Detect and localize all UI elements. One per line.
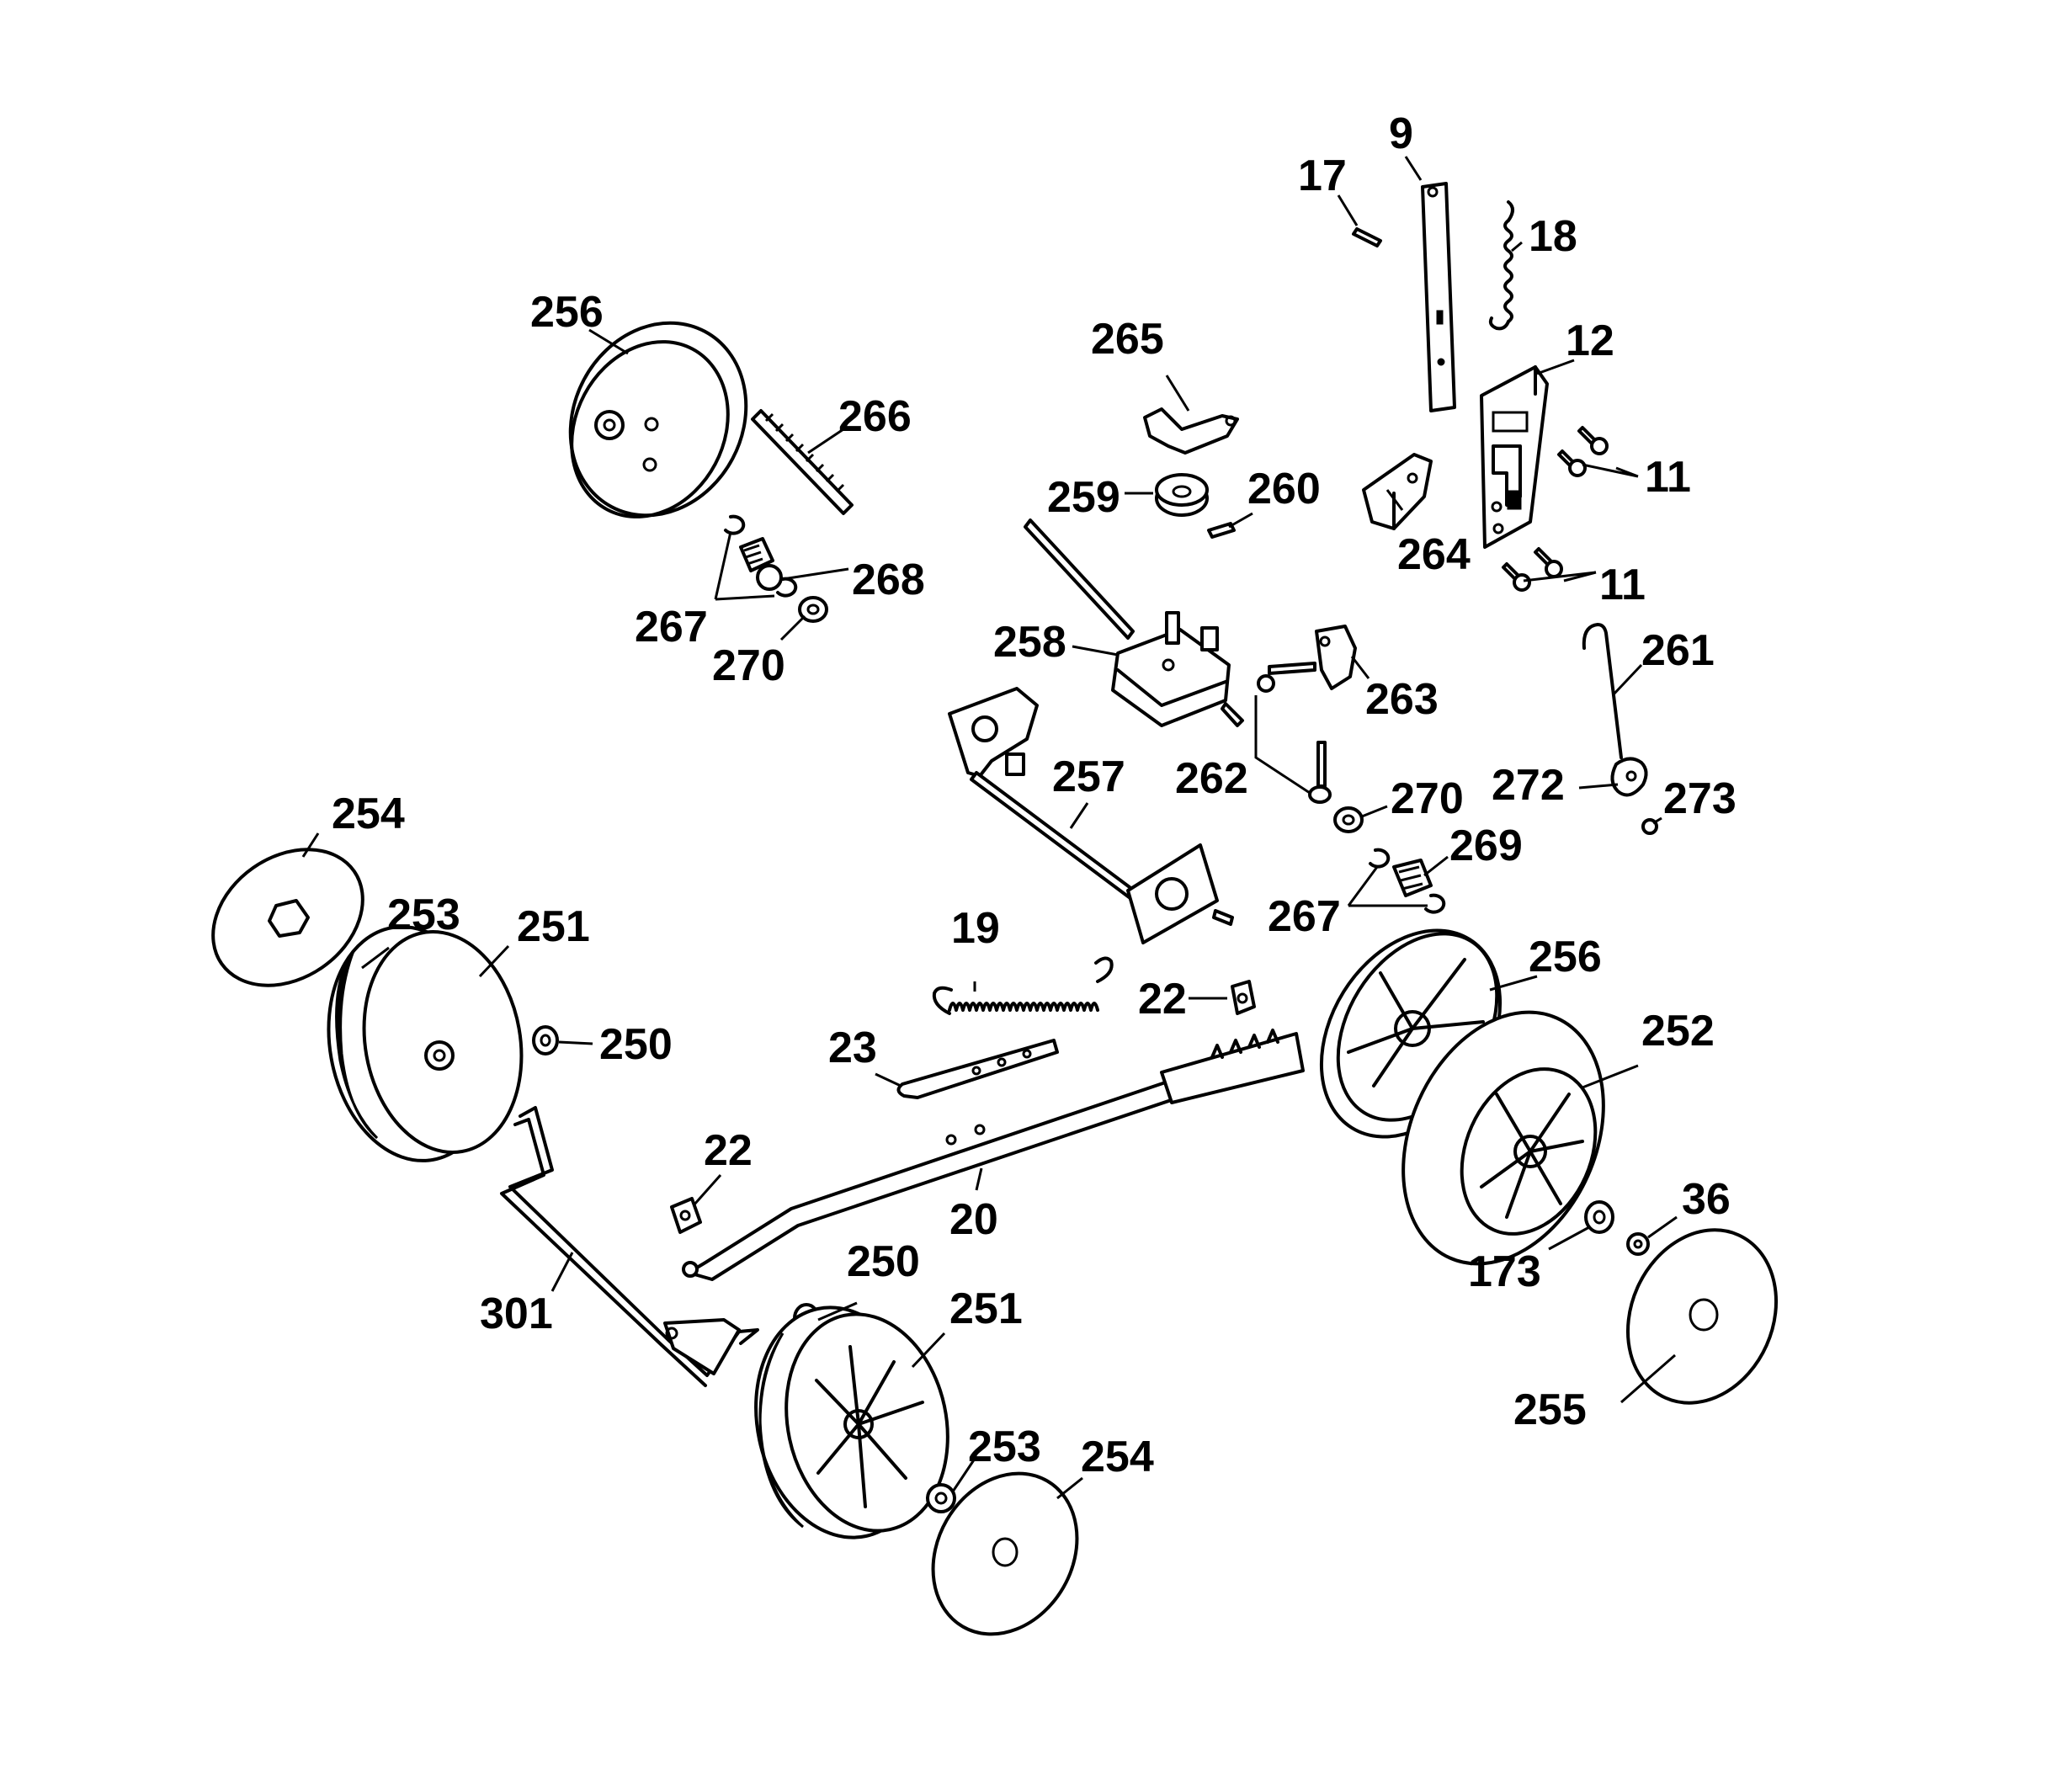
label-part-250-bottom: 250 [847, 1237, 920, 1286]
part-18-spring [1488, 200, 1514, 331]
label-part-265: 265 [1091, 315, 1164, 364]
label-part-11-upper: 11 [1645, 453, 1691, 502]
label-part-258: 258 [993, 618, 1066, 667]
label-part-253-left: 253 [387, 891, 460, 939]
label-part-11-lower: 11 [1599, 561, 1646, 609]
part-251-wheel-bottom [754, 1305, 949, 1539]
part-267-rings-lower [1369, 848, 1446, 914]
label-part-272: 272 [1492, 761, 1565, 810]
part-36-nut [1626, 1232, 1650, 1256]
label-part-259: 259 [1047, 473, 1120, 522]
part-255-hubcap [1625, 1228, 1779, 1405]
label-part-301: 301 [480, 1289, 553, 1338]
label-part-270-upper: 270 [712, 641, 785, 690]
part-17-pin [1352, 227, 1382, 247]
part-264-bracket [1362, 453, 1433, 530]
leader-lines [301, 156, 1678, 1500]
label-part-269: 269 [1449, 822, 1523, 870]
label-part-257: 257 [1052, 752, 1125, 801]
label-part-256-right: 256 [1529, 933, 1602, 981]
part-9-bar [1421, 182, 1456, 412]
label-part-251-bottom: 251 [949, 1284, 1023, 1333]
label-part-253-bottom: 253 [968, 1422, 1041, 1471]
part-260-key [1207, 522, 1236, 539]
label-part-22-right: 22 [1138, 975, 1187, 1024]
part-23-bracket [896, 1039, 1059, 1099]
part-22-clip-left [670, 1197, 702, 1234]
label-part-9: 9 [1389, 109, 1413, 158]
part-11-screws-lower [1502, 547, 1563, 592]
label-part-256-top: 256 [530, 288, 604, 337]
label-part-260: 260 [1247, 465, 1321, 513]
part-270-washer-mid [1333, 806, 1364, 833]
label-part-264: 264 [1397, 530, 1471, 579]
part-12-plate [1480, 365, 1549, 549]
part-254-hubcap-bottom [931, 1471, 1079, 1636]
part-173-washer [1584, 1200, 1614, 1234]
part-19-spring [932, 956, 1114, 1015]
part-259-pulley [1155, 473, 1209, 517]
part-270-washer-upper [798, 596, 828, 623]
label-part-36: 36 [1682, 1175, 1731, 1224]
label-part-267-upper: 267 [635, 603, 708, 651]
part-257-lever [948, 687, 1234, 944]
label-part-268: 268 [852, 556, 925, 604]
part-261-rod [1582, 623, 1623, 759]
part-11-screws-upper [1557, 426, 1609, 477]
part-262-bolts [1257, 662, 1332, 804]
label-part-254-bottom: 254 [1081, 1433, 1154, 1481]
part-268-gear [739, 537, 783, 591]
part-252-wheel-rear [1401, 1010, 1605, 1266]
label-part-266: 266 [838, 392, 912, 441]
part-22-clip-right [1231, 980, 1256, 1015]
label-part-250-left: 250 [599, 1020, 673, 1069]
label-part-261: 261 [1641, 626, 1715, 675]
label-part-23: 23 [828, 1024, 877, 1072]
label-part-273: 273 [1663, 774, 1737, 823]
part-20-bar [682, 1029, 1305, 1281]
label-part-19: 19 [951, 904, 1000, 953]
label-part-20: 20 [949, 1195, 998, 1244]
label-part-262: 262 [1175, 754, 1248, 803]
part-256-wheel-cover-top [568, 321, 748, 518]
part-272-plate [1610, 757, 1648, 797]
label-part-17: 17 [1298, 152, 1347, 200]
part-266-shaft [751, 409, 854, 515]
part-number-labels: 9 17 18 12 11 11 256 265 266 259 260 264… [332, 109, 1737, 1481]
label-part-267-lower: 267 [1268, 892, 1341, 941]
label-part-263: 263 [1365, 675, 1439, 724]
part-250-washer-left [532, 1025, 559, 1056]
part-263-clip [1315, 625, 1357, 690]
label-part-251-left: 251 [517, 902, 590, 951]
part-269-gear [1392, 859, 1433, 897]
label-part-255: 255 [1513, 1385, 1587, 1434]
part-301-axle [500, 1106, 759, 1387]
label-part-252: 252 [1641, 1007, 1715, 1056]
label-part-254-left: 254 [332, 790, 405, 838]
part-251-wheel-left [327, 925, 524, 1162]
label-part-12: 12 [1566, 316, 1614, 365]
label-part-18: 18 [1529, 212, 1577, 261]
part-265-clip [1143, 407, 1239, 455]
label-part-270-mid: 270 [1391, 774, 1464, 823]
label-part-173: 173 [1468, 1247, 1541, 1296]
part-253-nut-bottom [926, 1483, 956, 1513]
part-258-gearbox [1024, 518, 1244, 727]
part-254-hubcap-left [211, 848, 364, 987]
label-part-22-left: 22 [704, 1126, 753, 1175]
